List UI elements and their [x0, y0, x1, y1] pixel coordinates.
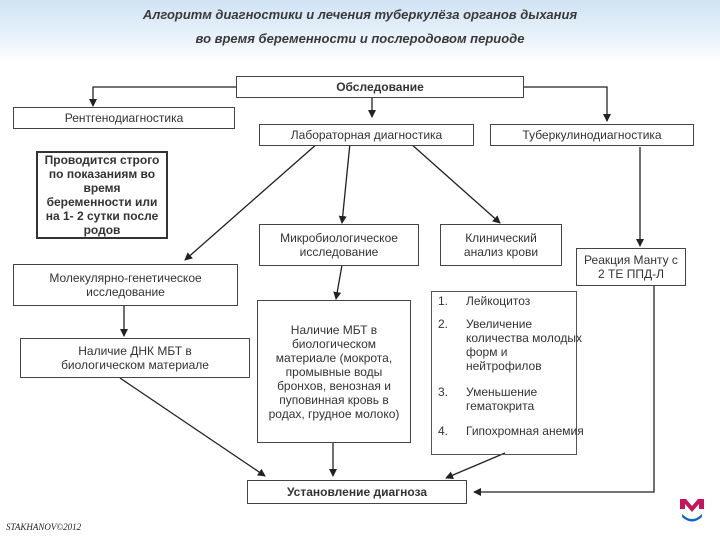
mbt-presence-box: Наличие МБТ в биологическом материале (м… [257, 300, 411, 443]
page-title: Алгоритм диагностики и лечения туберкулё… [142, 7, 578, 22]
xray-box: Рентгенодиагностика [13, 107, 235, 129]
tuberculin-box: Туберкулинодиагностика [490, 124, 694, 146]
logo-icon [680, 499, 704, 522]
molecular-box: Молекулярно-генетическое исследование [13, 264, 238, 306]
page-subtitle: во время беременности и послеродовом пер… [195, 31, 525, 46]
xray-note-box: Проводится строго по показаниям во время… [36, 151, 168, 239]
dna-presence-box: Наличие ДНК МБТ в биологическом материал… [20, 338, 250, 378]
blood-findings-list: 1.Лейкоцитоз 2.Увеличение количества мол… [438, 294, 584, 438]
blood-findings-frame [431, 291, 577, 455]
footer-copyright: STAKHANOV©2012 [6, 522, 82, 532]
microbiology-box: Микробиологическое исследование [259, 224, 419, 266]
header-band [0, 0, 720, 62]
diagnosis-box: Установление диагноза [247, 480, 467, 504]
mantoux-box: Реакция Манту с 2 ТЕ ППД-Л [576, 248, 686, 286]
lab-diagnostics-box: Лабораторная диагностика [259, 124, 474, 146]
exam-box: Обследование [236, 76, 524, 98]
blood-test-box: Клинический анализ крови [440, 224, 562, 266]
